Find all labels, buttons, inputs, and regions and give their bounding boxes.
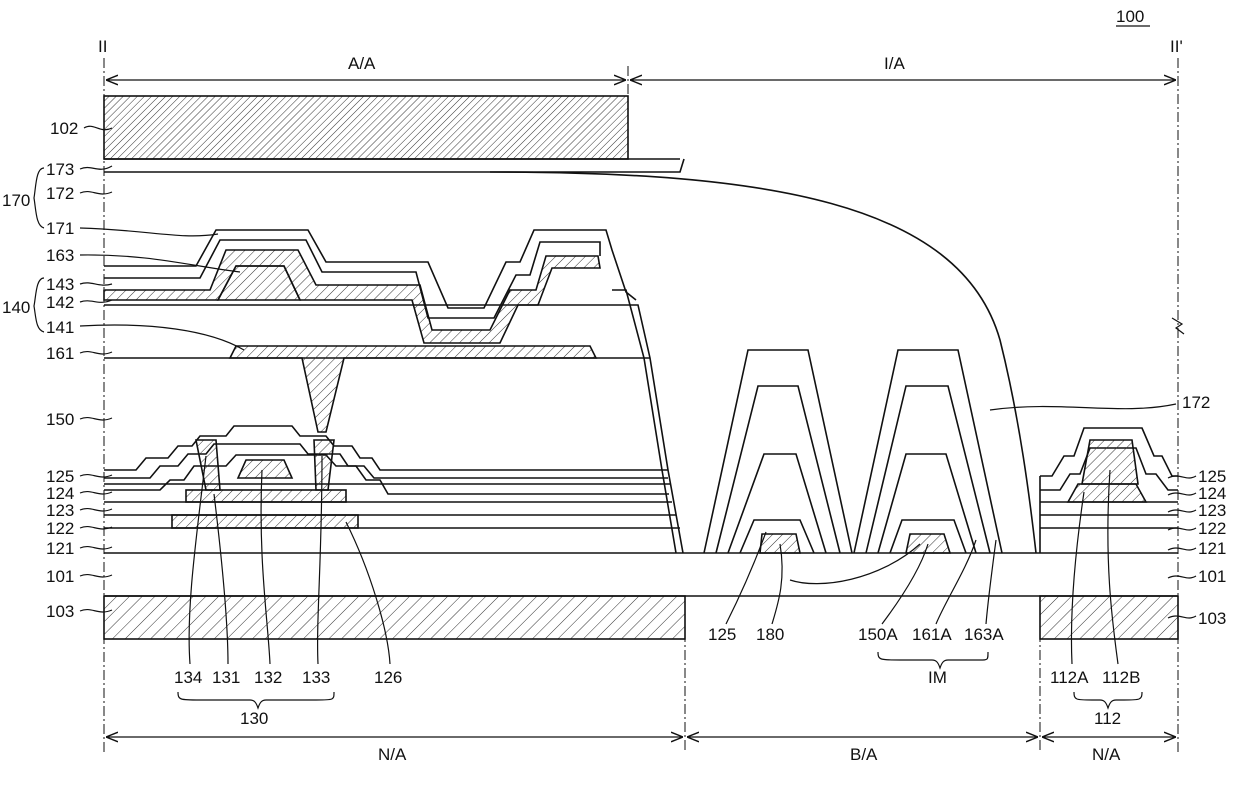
label-130: 130	[240, 709, 268, 728]
brace-130	[178, 692, 334, 708]
leader-r101	[1168, 576, 1196, 578]
leader-121	[80, 547, 112, 549]
label-112b: 112B	[1102, 668, 1140, 687]
leader-171	[80, 228, 218, 236]
dam2-outer	[854, 350, 1002, 553]
leader-123	[80, 509, 112, 511]
leader-173	[80, 166, 112, 169]
label-r122: 122	[1198, 519, 1226, 538]
brace-im	[878, 652, 988, 668]
label-133: 133	[302, 668, 330, 687]
layer-126-gate	[172, 515, 358, 528]
label-161a: 161A	[912, 625, 952, 644]
layer-142-contour	[104, 240, 600, 318]
label-r172: 172	[1182, 393, 1210, 412]
label-142: 142	[46, 293, 74, 312]
leader-143	[80, 283, 112, 285]
left-labels: 102 173 170 172 171 163 143 140 142 141 …	[2, 119, 244, 621]
brace-170	[34, 168, 44, 228]
figure-number: 100	[1116, 7, 1144, 26]
label-r101: 101	[1198, 567, 1226, 586]
layer-161	[230, 346, 596, 432]
label-123: 123	[46, 501, 74, 520]
leader-r122	[1168, 528, 1196, 530]
leader-161	[80, 352, 112, 354]
label-143: 143	[46, 275, 74, 294]
leader-r172	[990, 404, 1176, 410]
layer-102	[104, 96, 628, 159]
label-150: 150	[46, 410, 74, 429]
label-r123: 123	[1198, 501, 1226, 520]
label-140: 140	[2, 298, 30, 317]
region-aa-label: A/A	[348, 54, 376, 73]
label-r103: 103	[1198, 609, 1226, 628]
label-132: 132	[254, 668, 282, 687]
label-172: 172	[46, 184, 74, 203]
layer-125-contour	[104, 426, 668, 470]
leader-141	[80, 325, 244, 350]
label-150a: 150A	[858, 625, 898, 644]
layer-134	[196, 440, 220, 490]
leader-126	[346, 522, 390, 664]
region-na-left-label: N/A	[378, 745, 407, 764]
leader-r123	[1168, 510, 1196, 512]
leader-150	[80, 418, 112, 420]
label-r121: 121	[1198, 539, 1226, 558]
region-na-right-label: N/A	[1092, 745, 1121, 764]
label-171: 171	[46, 219, 74, 238]
leader-172	[80, 192, 112, 194]
leader-124	[80, 492, 112, 494]
label-170: 170	[2, 191, 30, 210]
label-122: 122	[46, 519, 74, 538]
label-103: 103	[46, 602, 74, 621]
label-121: 121	[46, 539, 74, 558]
label-im: IM	[928, 668, 947, 687]
section-mark-left: II	[98, 37, 107, 56]
leader-r125	[1168, 476, 1196, 478]
layer-132	[238, 460, 292, 478]
label-102: 102	[50, 119, 78, 138]
dam1-outer	[704, 350, 852, 553]
leader-125	[80, 475, 112, 477]
label-163a: 163A	[964, 625, 1004, 644]
leader-r121	[1168, 548, 1196, 550]
label-180: 180	[756, 625, 784, 644]
label-163: 163	[46, 246, 74, 265]
leader-180	[772, 544, 782, 624]
dam1-180	[760, 534, 800, 553]
label-161: 161	[46, 344, 74, 363]
label-112a: 112A	[1050, 668, 1089, 687]
leader-r124	[1168, 493, 1196, 495]
layer-103-right	[1040, 596, 1178, 639]
brace-112	[1074, 692, 1142, 708]
right-112a	[1068, 484, 1146, 502]
label-101: 101	[46, 567, 74, 586]
label-112: 112	[1094, 709, 1121, 728]
layer-103-left	[104, 596, 685, 639]
layer-124-contour	[104, 455, 669, 494]
layer-172-curve	[490, 172, 1036, 553]
label-126: 126	[374, 668, 402, 687]
region-ia-label: I/A	[884, 54, 905, 73]
brace-140	[34, 278, 44, 332]
label-173: 173	[46, 160, 74, 179]
layer-133	[314, 440, 334, 490]
label-131: 131	[212, 668, 240, 687]
layer-173-bottom	[104, 159, 684, 172]
label-134: 134	[174, 668, 202, 687]
section-mark-right: II'	[1170, 37, 1183, 56]
label-b125: 125	[708, 625, 736, 644]
leader-101	[80, 575, 112, 577]
label-141: 141	[46, 318, 74, 337]
region-ba-label: B/A	[850, 745, 878, 764]
